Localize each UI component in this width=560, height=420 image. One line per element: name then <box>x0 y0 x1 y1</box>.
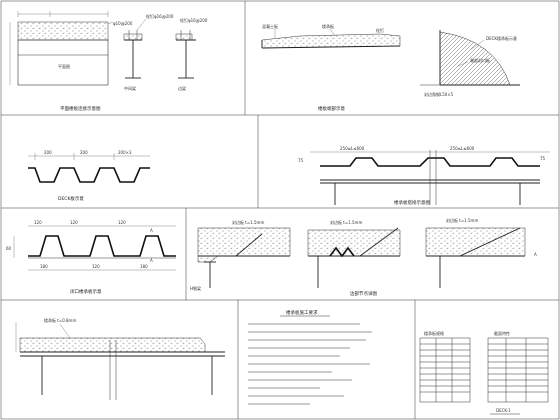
svg-text:75: 75 <box>540 156 546 161</box>
svg-text:180: 180 <box>40 264 48 269</box>
svg-text:边梁: 边梁 <box>178 85 186 91</box>
svg-text:120: 120 <box>118 220 126 225</box>
svg-text:120: 120 <box>70 220 78 225</box>
svg-text:200×3: 200×3 <box>118 150 132 155</box>
svg-text:A: A <box>150 228 153 233</box>
svg-text:180: 180 <box>140 264 148 269</box>
caption-p6: 边部节点详图 <box>350 290 377 297</box>
svg-text:A: A <box>150 258 153 263</box>
caption-p5: 闭口楼承板示意 <box>70 288 102 295</box>
caption-p1: 平面楼板连接示意图 <box>60 105 101 112</box>
panel-notes: 楼承板施工要求 <box>248 309 372 405</box>
caption-p3: DECK板示意 <box>58 195 84 202</box>
svg-text:中间梁: 中间梁 <box>124 85 136 91</box>
panel-edge-details: 封边板 t=1.5mm H钢梁 封边板 t=1.5mm 封边板 t=1.5mm … <box>190 217 537 297</box>
table-right-title: 截面特性 <box>494 330 510 336</box>
svg-text:栓钉φ16@200: 栓钉φ16@200 <box>180 17 208 23</box>
svg-text:封边板 t=1.5mm: 封边板 t=1.5mm <box>446 217 478 223</box>
svg-text:封边板 t=1.5mm: 封边板 t=1.5mm <box>232 219 264 225</box>
svg-text:端部封口板: 端部封口板 <box>470 57 490 63</box>
svg-text:H钢梁: H钢梁 <box>190 285 201 291</box>
panel-beam-elevation: 楼承板 t=0.8mm <box>15 317 225 400</box>
svg-text:200: 200 <box>80 150 88 155</box>
panel-closed-deck: 120 120 120 180 120 180 60 A A 闭口楼承板示意 <box>6 220 176 295</box>
svg-text:φ10@200: φ10@200 <box>113 21 133 26</box>
svg-text:75: 75 <box>298 158 304 163</box>
caption-p2: 楼板端部示意 <box>318 105 345 112</box>
svg-text:平面图: 平面图 <box>58 63 70 69</box>
panel-spec-tables: 楼承板规格 截面特性 <box>419 330 549 415</box>
svg-text:封边角钢L50×5: 封边角钢L50×5 <box>424 91 454 97</box>
svg-text:250≤L≤600: 250≤L≤600 <box>340 146 365 151</box>
svg-text:250≤L≤600: 250≤L≤600 <box>450 146 475 151</box>
caption-p4: 楼承板搭接示意图 <box>394 199 430 206</box>
panel-deck-profile: 200 200 200×3 DECK板示意 <box>28 150 150 202</box>
sheet-footer: DECK-1 <box>496 408 511 413</box>
svg-text:混凝土板: 混凝土板 <box>262 23 278 29</box>
notes-title: 楼承板施工要求 <box>286 309 318 316</box>
table-left-title: 楼承板规格 <box>424 330 444 336</box>
svg-text:200: 200 <box>44 150 52 155</box>
svg-text:楼承板: 楼承板 <box>322 23 334 29</box>
panel-slab-plan: 平面图 φ10@200 栓钉φ16@200 中间梁 栓钉φ16@200 边梁 平… <box>9 11 208 112</box>
svg-text:封边板 t=1.5mm: 封边板 t=1.5mm <box>330 219 362 225</box>
svg-text:楼承板 t=0.8mm: 楼承板 t=0.8mm <box>44 317 76 323</box>
svg-text:栓钉φ16@200: 栓钉φ16@200 <box>146 13 174 19</box>
svg-text:120: 120 <box>34 220 42 225</box>
svg-text:A: A <box>534 252 537 257</box>
svg-text:栓钉: 栓钉 <box>376 27 384 33</box>
svg-text:DECK楼承板示意: DECK楼承板示意 <box>486 35 517 41</box>
panel-end-detail: 混凝土板 楼承板 栓钉 DECK楼承板示意 端部封口板 封边角钢L50×5 楼板… <box>261 23 520 112</box>
svg-text:60: 60 <box>6 246 12 251</box>
panel-overlap-detail: 250≤L≤600 250≤L≤600 75 75 楼承板搭接示意图 <box>298 146 550 206</box>
svg-text:120: 120 <box>92 264 100 269</box>
